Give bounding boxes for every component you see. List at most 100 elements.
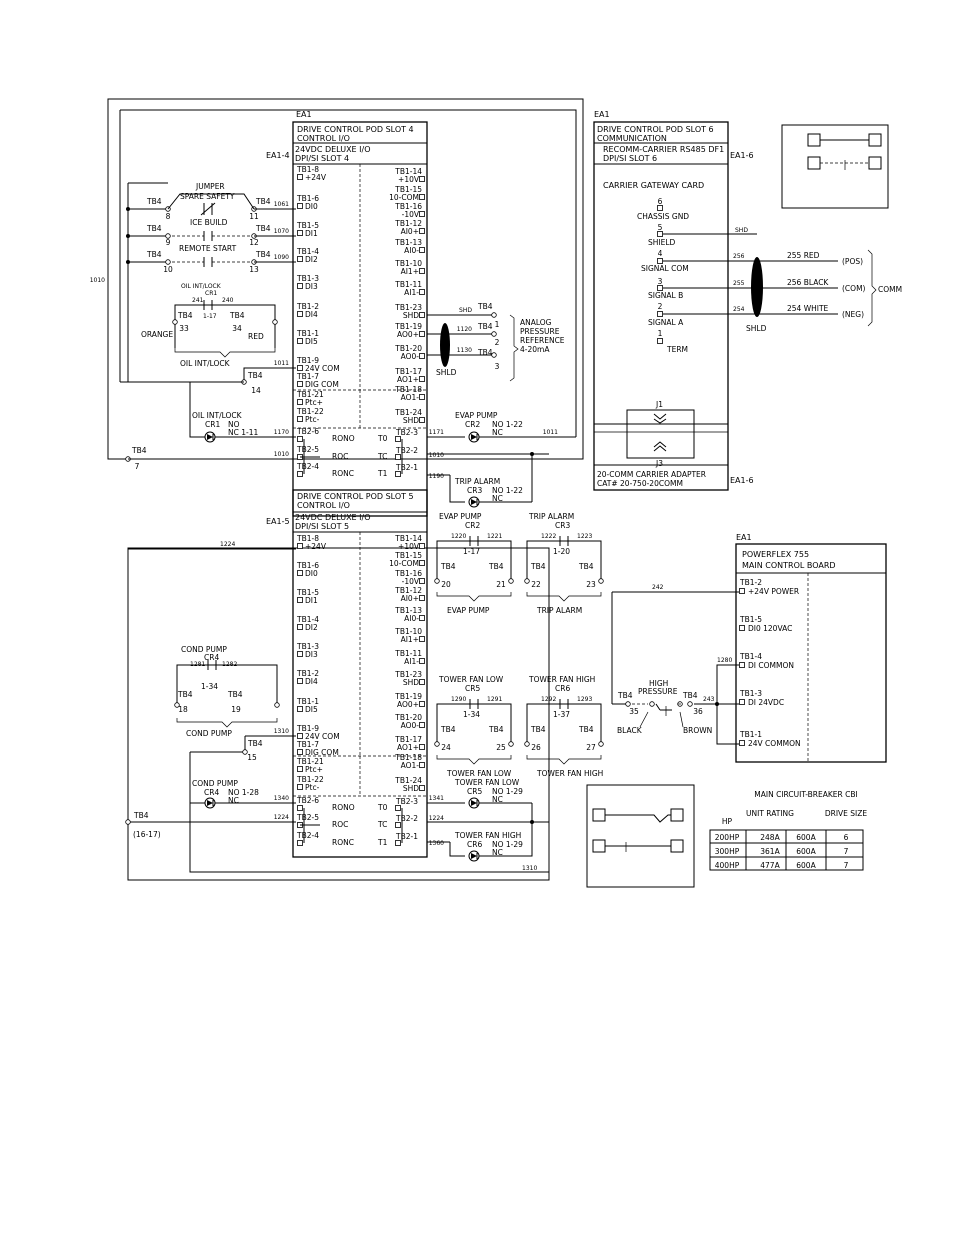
label: Ptc+ [305,398,323,407]
terminal-square [419,560,425,566]
wire-path [526,592,602,602]
label: DI COMMON [748,661,794,670]
label: Ptc- [305,783,320,792]
label: AI1- [404,288,419,297]
label: TB4 [682,691,698,700]
terminal-square [419,744,425,750]
label: T1 [377,469,388,478]
label: RONC [332,838,354,847]
label: CR1 [205,290,217,297]
wire-line [639,711,649,728]
wire-path [436,540,512,581]
wire-path [189,752,205,804]
label: SHD [403,311,419,320]
label: Ptc- [305,415,320,424]
label: TB4 [477,322,493,331]
label: 36 [693,707,703,716]
label: 6 [658,197,663,206]
label: 24V COM [305,732,340,741]
terminal-circle [598,741,604,747]
label: EA1 [736,533,752,542]
label: TB1-1 [296,697,319,706]
terminal-square [419,268,425,274]
terminal-square [297,651,303,657]
label: CHASSIS GND [637,212,689,221]
terminal-square [657,205,663,211]
label: J3 [655,459,663,468]
terminal-circle [491,331,497,337]
label: 1120 [457,326,472,333]
label: DI2 [305,623,318,632]
label: TB4 [255,197,271,206]
terminal-square [395,805,401,811]
wire-path [176,664,278,705]
terminal-circle [165,233,171,239]
label: 1 [658,329,663,338]
label: 7 [135,462,140,471]
label: 9 [166,238,171,247]
label: AO0+ [397,700,419,709]
wire-path [174,348,276,358]
label: TB1-14 [394,167,422,176]
wire-path [189,382,205,438]
shield-ellipse [440,323,450,367]
label: TB1-11 [394,280,422,289]
label: TB1-9 [296,356,319,365]
terminal-square [419,615,425,621]
label: SHD [403,678,419,687]
terminal-square [297,436,303,442]
terminal-square [297,471,303,477]
legend-square [592,839,606,853]
label: CR3 [555,521,570,530]
label: 1223 [577,533,592,540]
label: TB1-18 [394,753,422,762]
terminal-square [419,247,425,253]
label: TB4 [578,725,594,734]
label: TB1-5 [739,615,762,624]
label: AI1+ [401,635,419,644]
label: TB1-8 [296,165,319,174]
label: 1-34 [201,682,218,691]
label: TB4 [477,302,493,311]
label: 243 [703,696,715,703]
terminal-square [297,766,303,772]
label: 1-17 [203,313,217,320]
terminal-square [297,840,303,846]
terminal-circle [434,741,440,747]
label: TB1-15 [394,551,422,560]
label: ANALOG [520,318,552,327]
label: 8 [166,212,171,221]
label: TB1-8 [296,534,319,543]
label: EVAP PUMP [439,512,482,521]
terminal-square [419,658,425,664]
terminal-circle [598,578,604,584]
relay-terminal: TB2-4 [296,831,319,840]
label: TB1-23 [394,670,422,679]
terminal-square [419,228,425,234]
label: TRIP ALARM [528,512,574,521]
terminal-circle [274,702,280,708]
label: COND PUMP [192,779,238,788]
label: SHD [403,784,419,793]
label: 1224 [429,815,444,822]
label: CR6 [467,840,482,849]
terminal-square [419,679,425,685]
label: 248A [760,833,780,842]
label: AO0- [401,721,420,730]
label: TB4 [229,311,245,320]
label: 300HP [715,847,740,856]
powerflex-box [735,543,887,763]
label: 1310 [522,865,537,872]
label: SIGNAL COM [641,264,689,273]
label: 1222 [541,533,556,540]
label: DI2 [305,255,318,264]
label: 400HP [715,861,740,870]
label: TB1-19 [394,322,422,331]
label: TC [377,452,387,461]
wire-path [449,475,465,503]
wire-path [716,704,739,745]
terminal-circle [165,259,171,265]
relay-terminal: TB2-2 [395,446,418,455]
wire-path [526,540,602,581]
label: NC [492,494,503,503]
